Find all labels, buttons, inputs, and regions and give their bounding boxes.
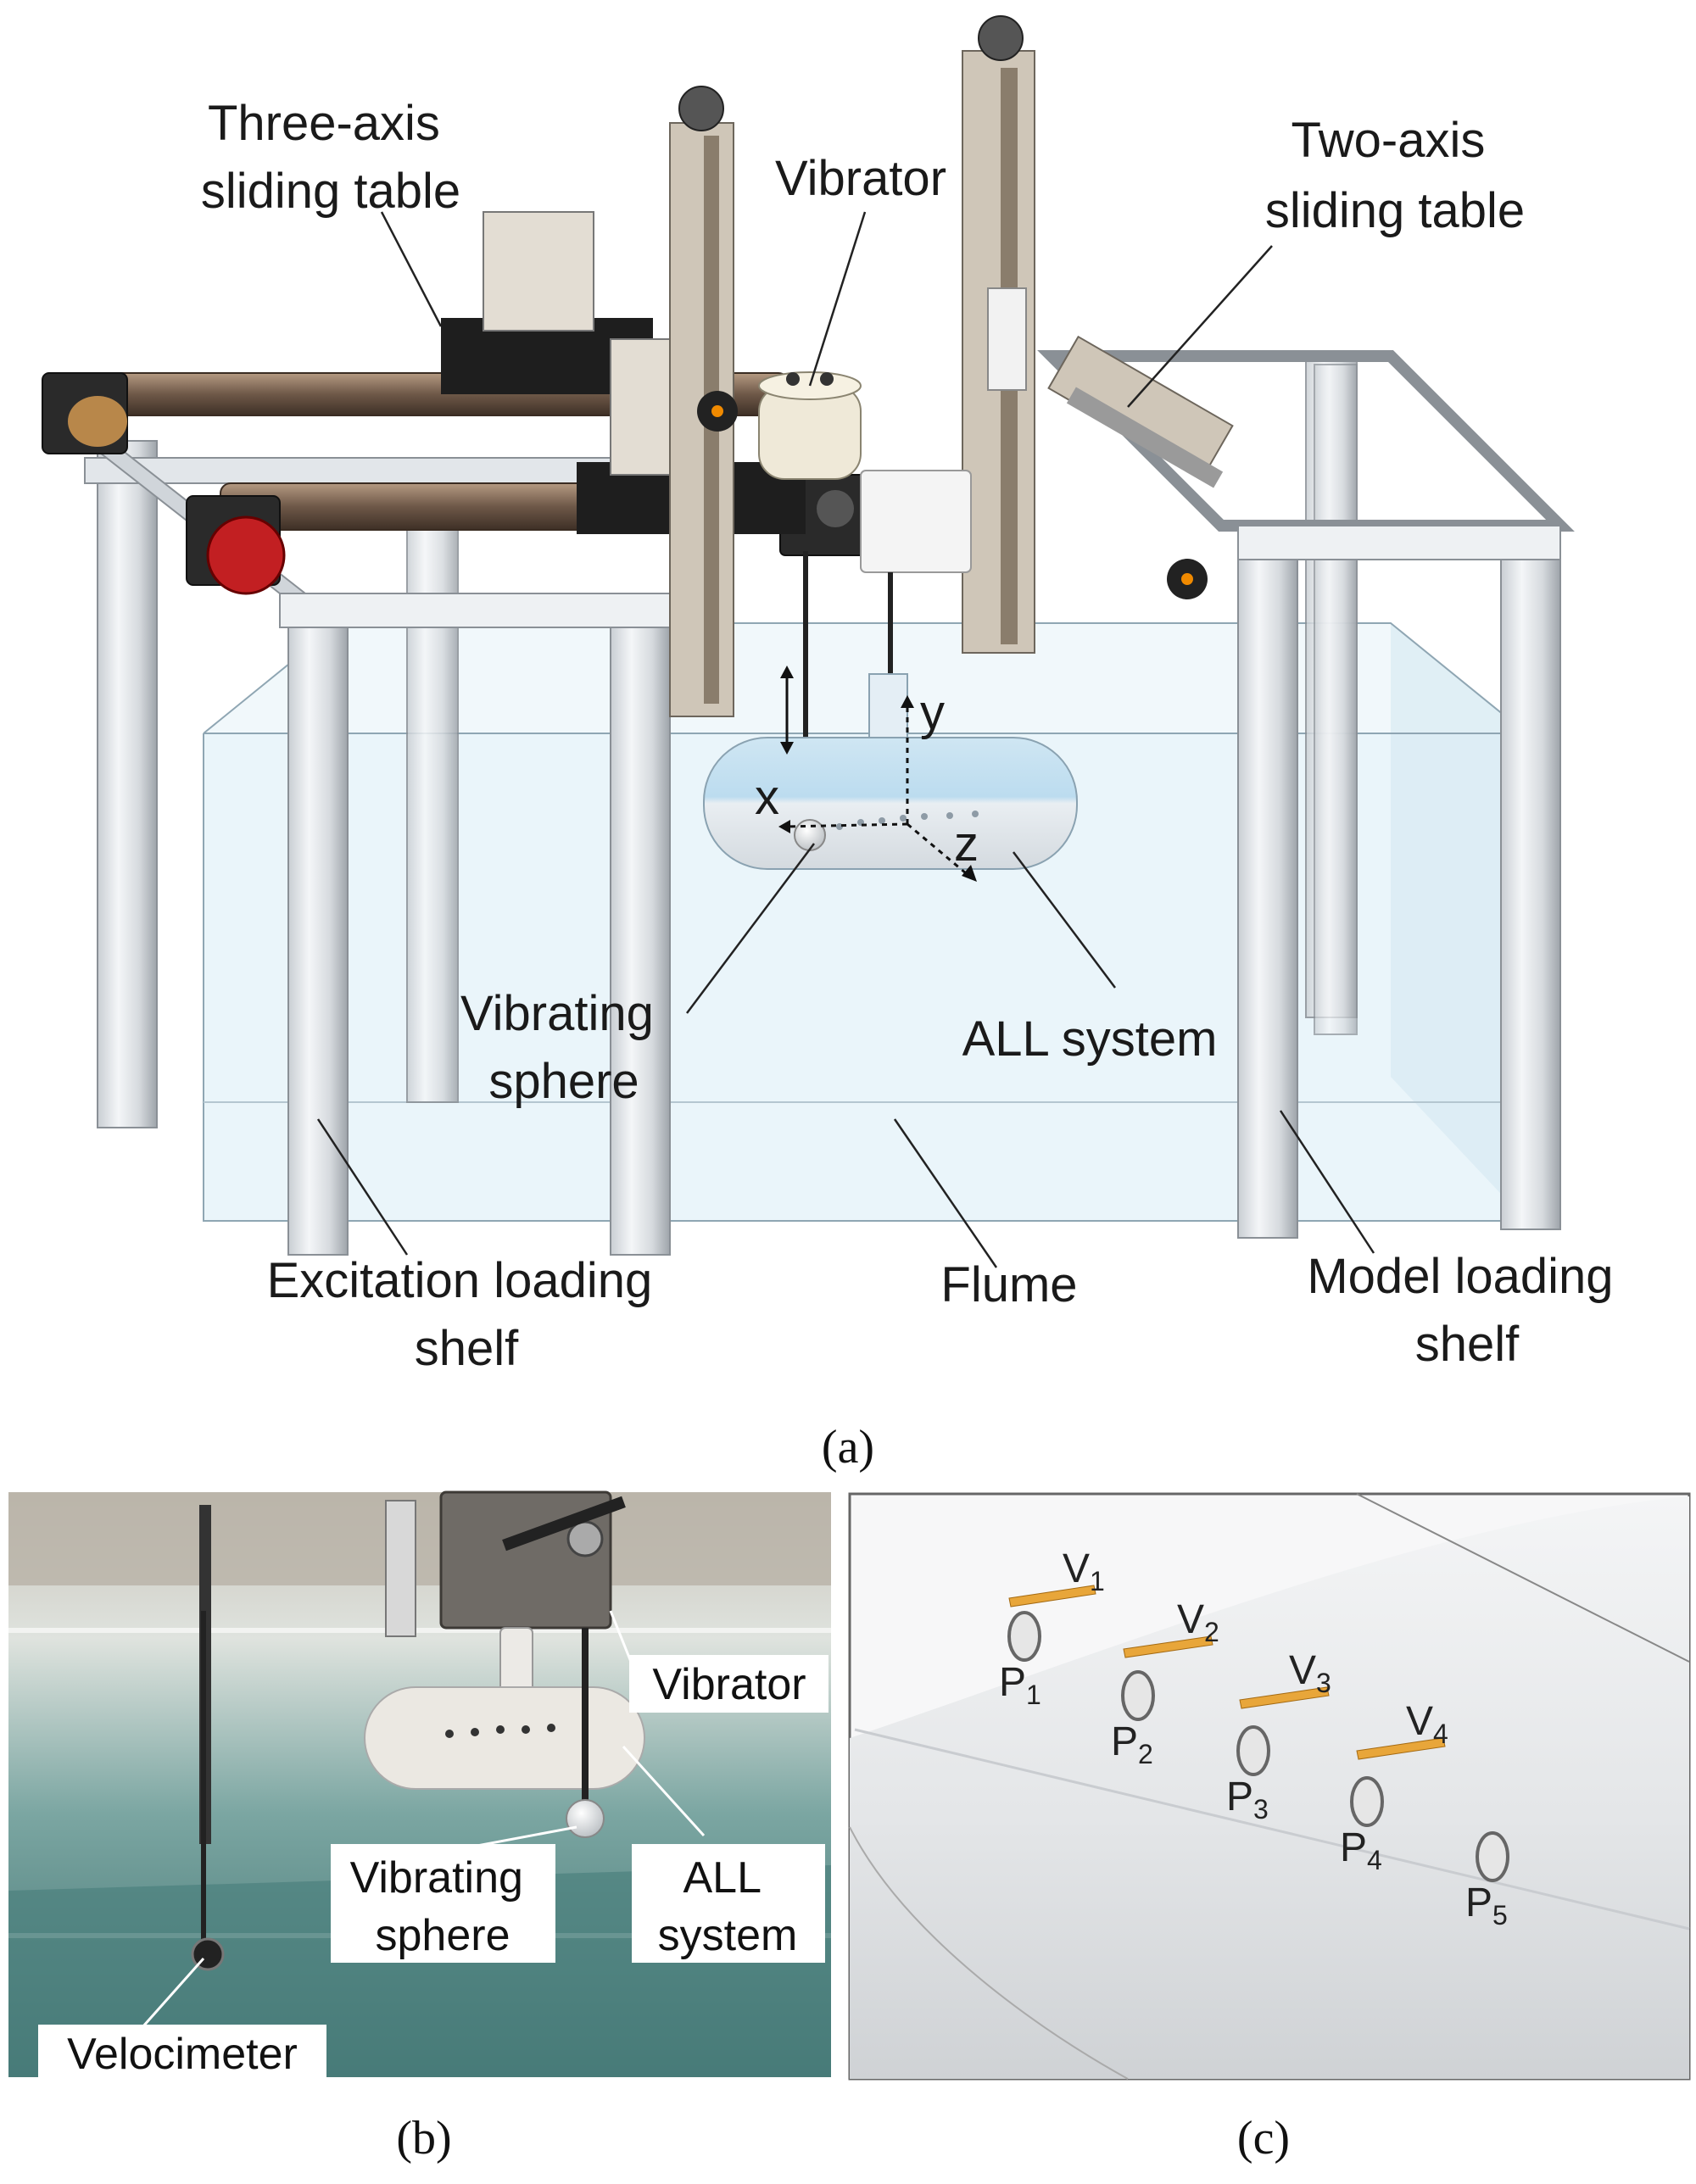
velocity-sensor-2-label: V2: [1177, 1597, 1219, 1647]
panel-c: V1 V2 V3 V4 P1 P2 P3 P4 P5 (c): [848, 1492, 1691, 2164]
pressure-sensor-5-label: P5: [1465, 1880, 1508, 1930]
three-axis-sliding-table-label: Three-axis sliding table: [201, 96, 460, 219]
vertical-slides: [669, 15, 1234, 717]
velocity-sensor-1-strip: [1008, 1585, 1096, 1607]
velocity-sensor-3-label: V3: [1289, 1648, 1331, 1698]
pressure-sensor-2-hole: [1121, 1670, 1155, 1721]
axis-y-label: y: [920, 685, 945, 740]
caption-a: (a): [822, 1421, 874, 1474]
panel-c-body: [850, 1496, 1689, 2079]
all-system-label: ALL system: [962, 1011, 1218, 1067]
leader-lines-a: [316, 211, 1375, 1268]
photo-velocimeter-label: Velocimeter: [67, 2030, 298, 2079]
pressure-sensor-2-label: P2: [1111, 1719, 1153, 1769]
velocity-sensor-1-label: V1: [1063, 1546, 1105, 1596]
velocity-sensor-strips: [1008, 1585, 1446, 1760]
photo-velocimeter-tag: [38, 2025, 326, 2081]
excitation-loading-shelf-label: Excitation loading shelf: [267, 1253, 667, 1376]
photo-vibrating-sphere: [566, 1799, 605, 1838]
pressure-sensor-4-hole: [1350, 1776, 1384, 1827]
pressure-sensor-1-hole: [1007, 1611, 1041, 1662]
photo-all-system-hull: [364, 1686, 645, 1790]
velocity-sensor-4-strip: [1356, 1737, 1446, 1760]
photo-vibrating-sphere-tag: [331, 1844, 555, 1963]
model-loading-shelf: [1037, 350, 1575, 1239]
model-loading-shelf-label: Model loading shelf: [1307, 1249, 1626, 1372]
vibrating-sphere: [794, 819, 826, 851]
velocity-sensor-4-label: V4: [1406, 1699, 1448, 1749]
photo-vibrator-label: Vibrator: [652, 1660, 806, 1709]
excitation-loading-shelf: [82, 440, 679, 1256]
pressure-sensor-1-label: P1: [999, 1660, 1041, 1710]
photo-all-system-label: ALL system: [658, 1853, 798, 1960]
pressure-sensor-3-label: P3: [1226, 1774, 1269, 1825]
vibrator-label: Vibrator: [775, 151, 946, 206]
velocity-sensor-2-strip: [1123, 1635, 1213, 1658]
photo-scene: [8, 1490, 831, 2077]
two-axis-sliding-table-label: Two-axis sliding table: [1265, 113, 1525, 238]
axis-z-label: z: [954, 816, 979, 872]
coordinate-axes: [778, 666, 977, 882]
pressure-sensor-3-hole: [1236, 1725, 1270, 1776]
flume-label: Flume: [940, 1257, 1077, 1312]
pressure-sensor-5-hole: [1476, 1831, 1509, 1882]
caption-b: (b): [396, 2112, 451, 2164]
panel-b: Vibrator ALL system Vibrating sphere Vel…: [8, 1490, 831, 2164]
panel-a: y x z Three-axis sliding table Vibrator …: [42, 15, 1626, 1474]
axis-x-label: x: [755, 770, 779, 825]
photo-all-system-tag: [632, 1844, 825, 1963]
photo-vibrator-tag: [629, 1655, 828, 1713]
velocity-sensor-3-strip: [1239, 1686, 1330, 1709]
photo-vibrating-sphere-label: Vibrating sphere: [350, 1853, 536, 1960]
vibrating-sphere-label: Vibrating sphere: [460, 986, 667, 1109]
caption-c: (c): [1237, 2112, 1290, 2164]
vibrator: [697, 371, 972, 573]
pressure-sensor-holes: [1007, 1611, 1509, 1882]
pressure-sensor-4-label: P4: [1340, 1825, 1382, 1875]
photo-sensor-holes: [445, 1724, 555, 1738]
